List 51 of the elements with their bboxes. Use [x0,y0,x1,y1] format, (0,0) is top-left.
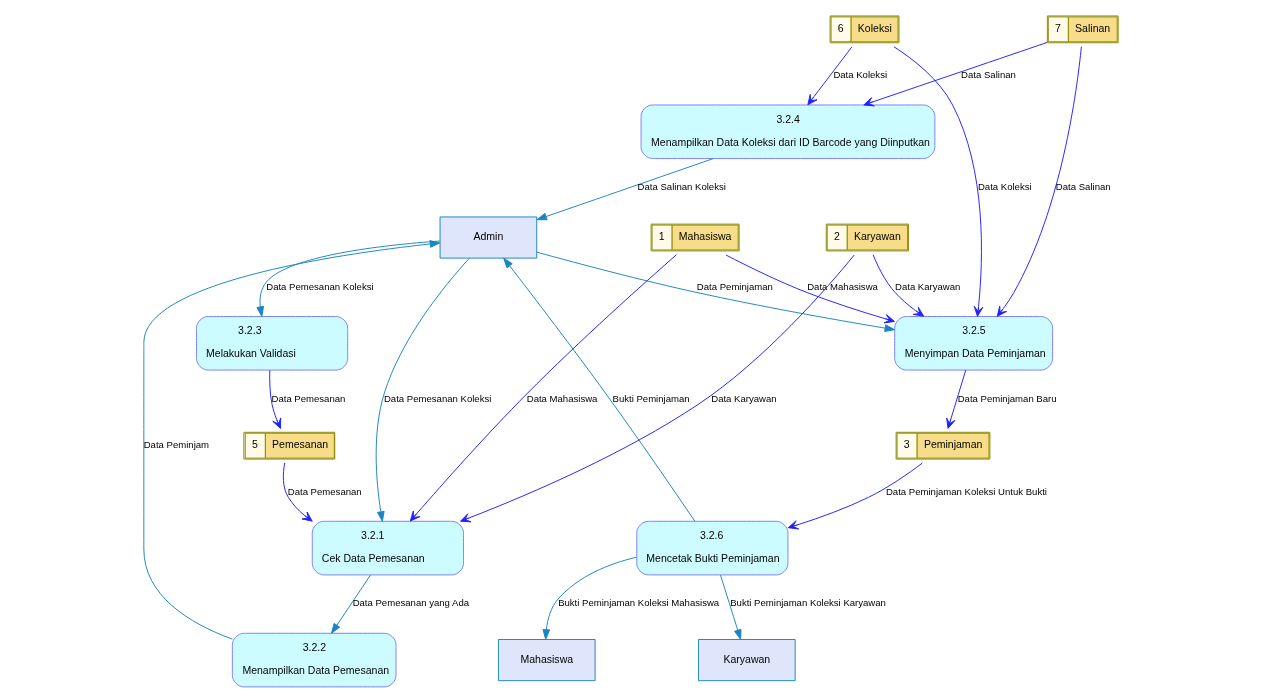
edge-label: Data Salinan Koleksi [637,181,726,193]
arrow [460,254,855,523]
edge-label: Data Peminjam [143,439,210,451]
node-box: 3.2.4 Menampilkan Data Koleksi dari ID Barcode yang Diinputkan [640,104,936,160]
node-box: 3.2.5 Menyimpan Data Peminjaman [894,316,1054,371]
edge-label: Data Karyawan [711,392,777,404]
edge-label: Data Koleksi [833,69,888,81]
edge-label: Data Karyawan [895,280,961,292]
arrow [996,46,1082,317]
edge-label: Data Pemesanan Koleksi [383,392,492,404]
edge-label: Data Peminjaman Koleksi Untuk Bukti [885,485,1047,497]
edge-label: Bukti Peminjaman Koleksi Mahasiswa [558,597,720,609]
node-box: 3.2.1 Cek Data Pemesanan [311,520,464,576]
node-box: 3.2.3 Melakukan Validasi [196,316,349,371]
edge-label: Data Pemesanan [271,392,346,404]
arrow [725,254,895,324]
arrow [542,556,637,640]
edge-label: Data Mahasiswa [526,392,598,404]
edge-label: Data Pemesanan Koleksi [266,280,374,292]
arrow [269,369,282,429]
arrow [282,462,313,522]
arrow [536,158,714,221]
arrow [256,240,441,317]
node-box: Karyawan [698,639,796,682]
edge-label: Data Peminjaman Baru [957,392,1057,404]
edge-label: Data Pemesanan yang Ada [352,597,470,609]
arrow [375,258,470,522]
node-box: Admin [439,216,538,259]
edge-label: Data Salinan [961,69,1016,81]
edge-label: Bukti Peminjaman [612,392,690,404]
arrow [893,46,984,317]
arrow [143,240,441,640]
edge-label: Data Pemesanan [287,485,362,497]
arrow [536,251,896,332]
arrow [863,41,1048,107]
arrow [503,257,696,522]
edge-label: Bukti Peminjaman Koleksi Karyawan [730,597,886,609]
arrow [946,369,967,429]
node-box: 3.2.2 Menampilkan Data Pemesanan [231,632,397,688]
edge-label: Data Mahasiswa [807,280,878,292]
arrow [409,254,677,522]
arrow [787,462,923,530]
arrow [807,46,853,106]
arrow [331,574,371,634]
arrow [872,254,925,317]
edge-label: Data Peminjaman [696,280,773,292]
node-box: Mahasiswa [497,639,596,682]
edge-label: Data Salinan [1055,181,1111,193]
arrow [720,574,742,640]
edge-label: Data Koleksi [977,181,1032,193]
node-box: 3.2.6 Mencetak Bukti Peminjaman [636,520,789,576]
